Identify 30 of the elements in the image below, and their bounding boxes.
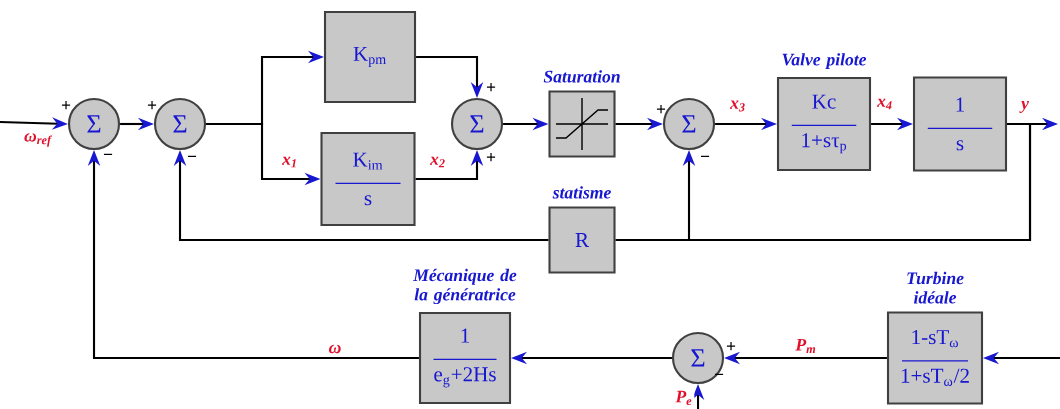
- block-heading: Valve pilote: [782, 53, 867, 70]
- sign-label: +: [486, 153, 496, 162]
- transfer-block: 1-sT$_{ω}$ 1+sT$_{ω}$/2: [886, 311, 984, 405]
- signal-label: y: [1019, 99, 1031, 115]
- sum-junction: Σ: [450, 97, 504, 151]
- block-heading: statisme: [552, 186, 611, 199]
- transfer-block: 1 s: [912, 76, 1008, 172]
- sign-label: −: [103, 153, 113, 155]
- signal-label: x$_{2}$: [428, 154, 448, 170]
- transfer-block: R: [548, 206, 616, 274]
- signal-label: x$_{4}$: [875, 96, 895, 112]
- sign-label: −: [700, 155, 710, 157]
- transfer-block: Kc 1+sτ$_{p}$: [776, 76, 872, 172]
- block-heading: Turbine idéale: [907, 271, 964, 304]
- arrow: [682, 122, 1032, 242]
- transfer-block: 1 e$_{g}$+2Hs: [418, 311, 512, 405]
- block-heading: Mécanique de la génératrice: [413, 268, 517, 305]
- sign-label: −: [187, 155, 197, 157]
- signal-label: x$_{3}$: [728, 98, 748, 114]
- sign-label: +: [486, 83, 496, 92]
- sign-label: +: [726, 342, 736, 351]
- transfer-block: K$_{im}$ s: [320, 131, 416, 227]
- block-heading: Saturation: [543, 70, 620, 83]
- transfer-block: K$_{pm}$: [323, 10, 417, 104]
- signal-label: P$_{m}$: [793, 337, 819, 355]
- sign-label: −: [714, 373, 724, 375]
- signal-label: P$_{e}$: [673, 389, 695, 407]
- signal-label: ω: [326, 343, 344, 355]
- signal-label: x$_{1}$: [280, 154, 300, 170]
- signal-label: ω$_{ref}$: [22, 131, 54, 149]
